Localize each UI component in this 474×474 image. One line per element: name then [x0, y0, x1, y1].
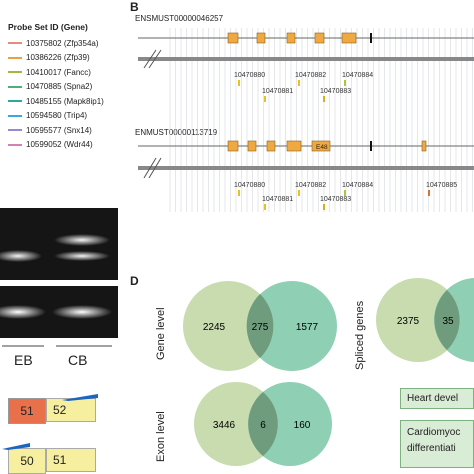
- exon-block: [247, 140, 257, 152]
- term-tag-cardiomyocyte-differentiation: Cardiomyoc differentiati: [400, 420, 474, 468]
- exon-box: 50: [8, 448, 46, 474]
- lane-label-cb: CB: [68, 352, 88, 368]
- term-tag-heart-development: Heart devel: [400, 388, 474, 409]
- legend-title: Probe Set ID (Gene): [8, 22, 88, 32]
- venn-label-exon-level: Exon level: [155, 411, 167, 462]
- probe-label: 10470880: [234, 182, 265, 189]
- legend-label: 10599052 (Wdr44): [26, 140, 93, 149]
- lane-brackets: [2, 345, 112, 347]
- legend-label: 10594580 (Trip4): [26, 111, 88, 120]
- probe-label: 10470883: [320, 196, 351, 203]
- probe-label: 10470881: [262, 88, 293, 95]
- exon-row-2: [227, 140, 427, 152]
- venn-gene-level: 2245 275 1577: [183, 281, 337, 371]
- legend-label: 10595577 (Snx14): [26, 125, 92, 135]
- legend-item: 10375802 (Zfp354a): [8, 36, 99, 50]
- gene-model-diagram: 10470880 10470882 10470884 10470881 1047…: [138, 28, 474, 212]
- venn-center-count: 6: [260, 420, 266, 431]
- legend-item: 10595577 (Snx14): [8, 123, 92, 137]
- probe-label: 10470881: [262, 196, 293, 203]
- exon-end-marker: [370, 33, 372, 43]
- probe-label: 10470884: [342, 182, 373, 189]
- probe-label: 10470882: [295, 182, 326, 189]
- legend-swatch: [8, 56, 22, 59]
- axis-break-icon: [143, 157, 162, 179]
- venn-label-gene-level: Gene level: [155, 307, 167, 360]
- exon-block: [227, 140, 239, 152]
- exon-block: [256, 32, 266, 44]
- venn-right-count: 160: [294, 420, 311, 431]
- venn-right-count: 1577: [296, 322, 319, 333]
- probe-label: 10470884: [342, 72, 373, 79]
- exon-label: E48: [316, 144, 328, 151]
- exon-block: [341, 32, 357, 44]
- transcript-2-id: ENMUST00000113719: [135, 128, 218, 137]
- legend-item: 10386226 (Zfp39): [8, 51, 90, 65]
- genome-bar: [138, 57, 474, 61]
- venn-center-count: 35: [442, 316, 454, 327]
- probe-label: 10470882: [295, 72, 326, 79]
- primer-arrow-icon: [62, 394, 98, 401]
- probe-markers: [238, 80, 430, 210]
- legend-swatch: [8, 114, 22, 117]
- exon-block: [311, 140, 331, 152]
- legend-label: 10470885 (Spna2): [26, 82, 93, 91]
- exon-block: [314, 32, 325, 44]
- venn-overlap: [246, 294, 274, 358]
- venn-circle-right: [247, 281, 337, 371]
- venn-overlap: [248, 392, 278, 456]
- venn-spliced-genes: 2375 35: [376, 278, 474, 362]
- venn-left-count: 2375: [397, 316, 420, 327]
- venn-circle-left: [183, 281, 273, 371]
- legend-label: 10375802 (Zfp354a): [26, 38, 99, 48]
- exon-end-marker: [370, 141, 372, 151]
- legend-label: 10410017 (Fancc): [26, 67, 91, 77]
- probe-label: 10470880: [234, 72, 265, 79]
- term-tag-line: Cardiomyoc: [407, 427, 461, 438]
- exon-box-skipped: 51: [8, 398, 46, 424]
- axis-break-icon: [143, 49, 162, 69]
- venn-exon-level: 3446 6 160: [194, 382, 332, 466]
- exon-block: [286, 32, 296, 44]
- exon-block: [286, 140, 302, 152]
- legend-item: 10470885 (Spna2): [8, 80, 92, 94]
- legend-label: 10386226 (Zfp39): [26, 53, 90, 62]
- exon-block: [227, 32, 239, 44]
- venn-center-count: 275: [252, 322, 269, 333]
- venn-overlap: [434, 290, 460, 350]
- venn-label-spliced-genes: Spliced genes: [354, 300, 366, 370]
- term-tag-line: differentiati: [407, 443, 456, 454]
- panel-d-letter: D: [130, 274, 139, 288]
- panel-b-letter: B: [130, 0, 139, 14]
- exon-box: 51: [46, 448, 96, 472]
- exon-block: [266, 140, 276, 152]
- transcript-1-id: ENSMUST00000046257: [135, 14, 224, 23]
- legend-swatch: [8, 143, 22, 146]
- legend-label: 10485155 (Mapk8ip1): [26, 96, 104, 106]
- primer-arrow-icon: [2, 443, 30, 450]
- genome-bar: [138, 166, 474, 170]
- legend-swatch: [8, 71, 22, 73]
- legend-item: 10485155 (Mapk8ip1): [8, 94, 104, 108]
- venn-left-count: 3446: [213, 420, 236, 431]
- legend-item: 10410017 (Fancc): [8, 65, 91, 79]
- gel-image-2: [0, 286, 118, 338]
- gel-image-1: [0, 208, 118, 280]
- exon-row-1: [227, 32, 372, 44]
- probe-label: 10470883: [320, 88, 351, 95]
- legend-swatch: [8, 129, 22, 131]
- venn-left-count: 2245: [203, 322, 226, 333]
- legend-swatch: [8, 100, 22, 102]
- legend-swatch: [8, 42, 22, 44]
- probe-label: 10470885: [426, 182, 457, 189]
- venn-circle-left: [376, 278, 460, 362]
- legend-item: 10599052 (Wdr44): [8, 138, 93, 152]
- exon-block: [421, 140, 427, 152]
- legend-item: 10594580 (Trip4): [8, 109, 87, 123]
- legend-swatch: [8, 85, 22, 88]
- lane-label-eb: EB: [14, 352, 33, 368]
